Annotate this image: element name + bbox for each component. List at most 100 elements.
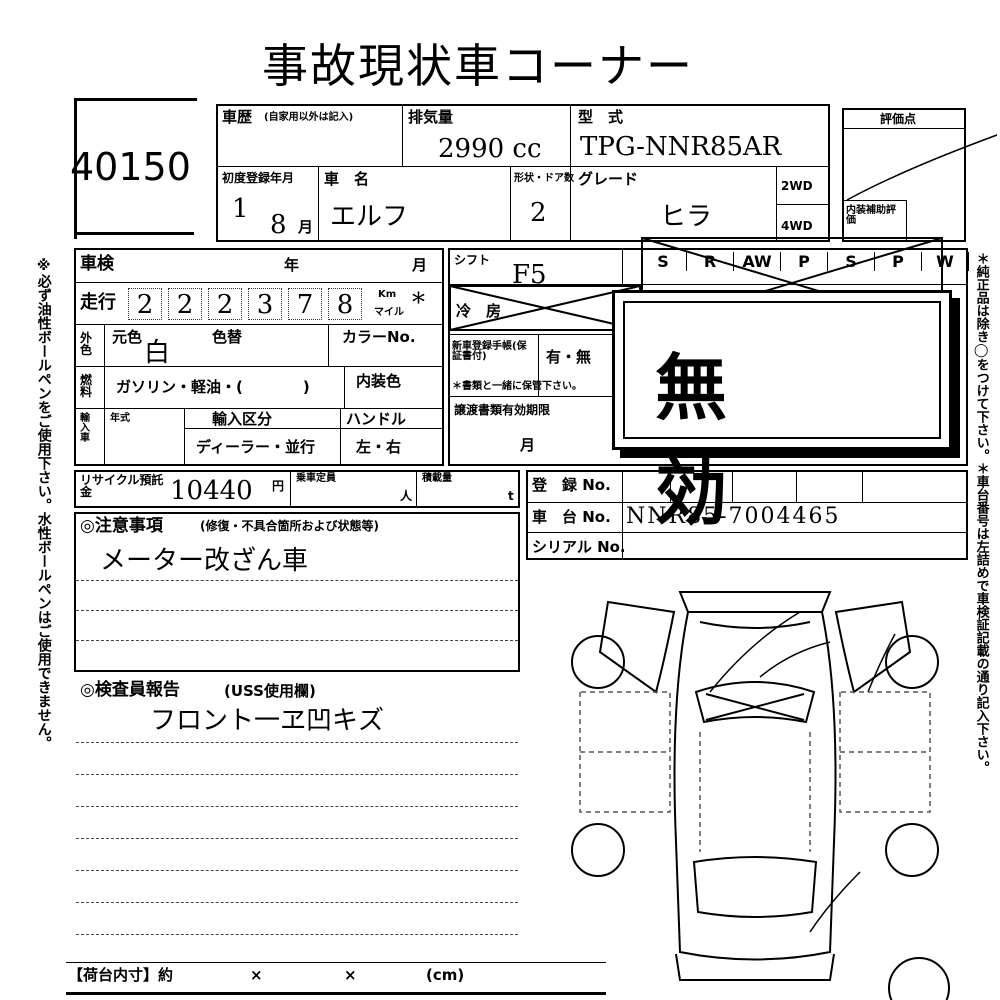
fuel-label: 燃料 — [80, 373, 93, 399]
equipment-item: P — [781, 252, 828, 271]
import-values: ディーラー・並行 — [196, 438, 315, 456]
model-label: 型 式 — [578, 108, 624, 126]
inspector-subtitle: (USS使用欄) — [224, 682, 316, 700]
color-value: 白 — [144, 338, 171, 368]
serial-no-label: シリアル No. — [532, 538, 626, 556]
first-reg-month-label: 月 — [298, 218, 314, 236]
docs-note: ＊書類と一緒に保管下さい。 — [452, 381, 582, 392]
cargo-x2: × — [344, 966, 357, 984]
notes-title: ◎注意事項 — [80, 516, 163, 536]
transfer-docs-label: 譲渡書類有効期限 — [454, 403, 551, 417]
first-reg-month: 8 — [270, 210, 287, 240]
invalid-stamp-inner — [623, 301, 941, 439]
mileage-star: * — [412, 288, 425, 318]
exterior-color-label: 外色 — [80, 331, 93, 357]
lot-number-box-bottom — [74, 232, 194, 235]
mileage-digit: 8 — [328, 288, 362, 320]
handle-label: ハンドル — [346, 410, 407, 428]
score-box — [842, 108, 966, 242]
orig-color-label: 元色 — [112, 328, 143, 346]
inspection-month-label: 月 — [412, 256, 428, 274]
mileage-digit: 2 — [128, 288, 162, 320]
vehicle-damage-diagram — [571, 591, 939, 981]
history-sublabel: (自家用以外は記入) — [264, 112, 354, 123]
cargo-unit: (cm) — [426, 966, 465, 984]
ac-label: 冷 房 — [456, 302, 502, 320]
inspection-year-label: 年 — [284, 256, 300, 274]
import-label: 輸入車 — [80, 413, 90, 444]
chassis-no-label: 車 台 No. — [532, 508, 611, 526]
inspector-title: ◎検査員報告 — [80, 680, 180, 700]
car-name-value: エルフ — [330, 202, 409, 232]
model-value: TPG-NNR85AR — [580, 132, 782, 162]
mileage-digit: 3 — [248, 288, 282, 320]
inspector-report-value: フロント一ヱ凹キズ — [150, 706, 385, 736]
grade-label: グレード — [578, 170, 639, 188]
capacity-label: 乗車定員 — [296, 473, 336, 484]
equipment-item: S — [828, 252, 875, 271]
invalid-stamp-text: 無 効 — [655, 346, 880, 535]
doors-value: 2 — [530, 198, 547, 228]
lot-number: 40150 — [70, 145, 191, 189]
lot-number-box — [74, 98, 197, 239]
header-table — [216, 104, 830, 242]
cargo-label: 【荷台内寸】約 — [68, 966, 174, 984]
equipment-item: S — [640, 252, 687, 271]
color-no-label: カラーNo. — [342, 328, 416, 346]
ton-label: t — [508, 489, 514, 503]
equipment-item: W — [922, 252, 969, 271]
mileage-label: 走行 — [80, 292, 116, 313]
equipment-item: AW — [734, 252, 781, 271]
persons-label: 人 — [400, 489, 413, 503]
handle-values: 左・右 — [356, 438, 402, 456]
mileage-digit: 7 — [288, 288, 322, 320]
inspection-table — [74, 248, 444, 466]
inspection-label: 車検 — [80, 254, 114, 274]
interior-score-label: 内装補助評価 — [846, 205, 896, 226]
displacement-label: 排気量 — [408, 108, 454, 126]
notes-subtitle: (修復・不具合箇所および状態等) — [200, 519, 379, 533]
drive-4wd: 4WD — [781, 219, 813, 233]
notes-box — [74, 512, 520, 672]
registration-table — [526, 470, 968, 560]
new-reg-docs-label: 新車登録手帳(保証書付) — [452, 341, 527, 362]
interior-color-label: 内装色 — [356, 372, 402, 390]
recycle-table — [74, 470, 520, 508]
invalid-stamp: 無 効 — [612, 290, 952, 535]
side-note-right: ＊純正品は除き◯をつけて下さい。＊車台番号は左詰めで車検証記載の通り記入下さい。 — [973, 252, 989, 774]
reg-no-label: 登 録 No. — [532, 476, 611, 494]
notes-value: メーター改ざん車 — [100, 546, 309, 576]
grade-value: ヒラ — [660, 202, 713, 232]
import-type-label: 輸入区分 — [212, 410, 273, 428]
load-label: 積載量 — [422, 473, 452, 484]
shift-table — [448, 248, 968, 466]
drive-2wd: 2WD — [781, 179, 813, 193]
door-label: 形状・ドア数 — [514, 173, 574, 184]
side-note-left: ※必ず油性ボールペンをご使用下さい。水性ボールペンはご使用できません。 — [35, 258, 52, 750]
repaint-label: 色替 — [212, 328, 243, 346]
model-year-label: 年式 — [110, 413, 130, 424]
mile-label: マイル — [374, 307, 404, 318]
yes-no-label: 有・無 — [546, 348, 592, 366]
km-label: Km — [378, 289, 397, 300]
displacement-value: 2990 cc — [438, 134, 542, 164]
fuel-options: ガソリン・軽油・( ) — [116, 378, 310, 396]
shift-label: シフト — [454, 253, 491, 267]
recycle-value: 10440 — [170, 476, 253, 506]
yen-label: 円 — [272, 479, 285, 493]
corner-circle — [888, 957, 950, 1000]
score-label: 評価点 — [880, 112, 917, 126]
transfer-docs-month: 月 — [520, 436, 536, 454]
first-reg-year: 1 — [232, 194, 249, 224]
score-slash — [846, 134, 998, 201]
shift-value: F5 — [512, 260, 547, 290]
history-label: 車歴 — [222, 108, 253, 126]
chassis-no-value: NNR85-7004465 — [626, 504, 841, 529]
recycle-label: リサイクル預託金 — [80, 473, 164, 499]
car-name-label: 車 名 — [324, 170, 370, 188]
cargo-x1: × — [250, 966, 263, 984]
equipment-item: P — [875, 252, 922, 271]
first-reg-label: 初度登録年月 — [222, 171, 295, 185]
mileage-digit: 2 — [208, 288, 242, 320]
